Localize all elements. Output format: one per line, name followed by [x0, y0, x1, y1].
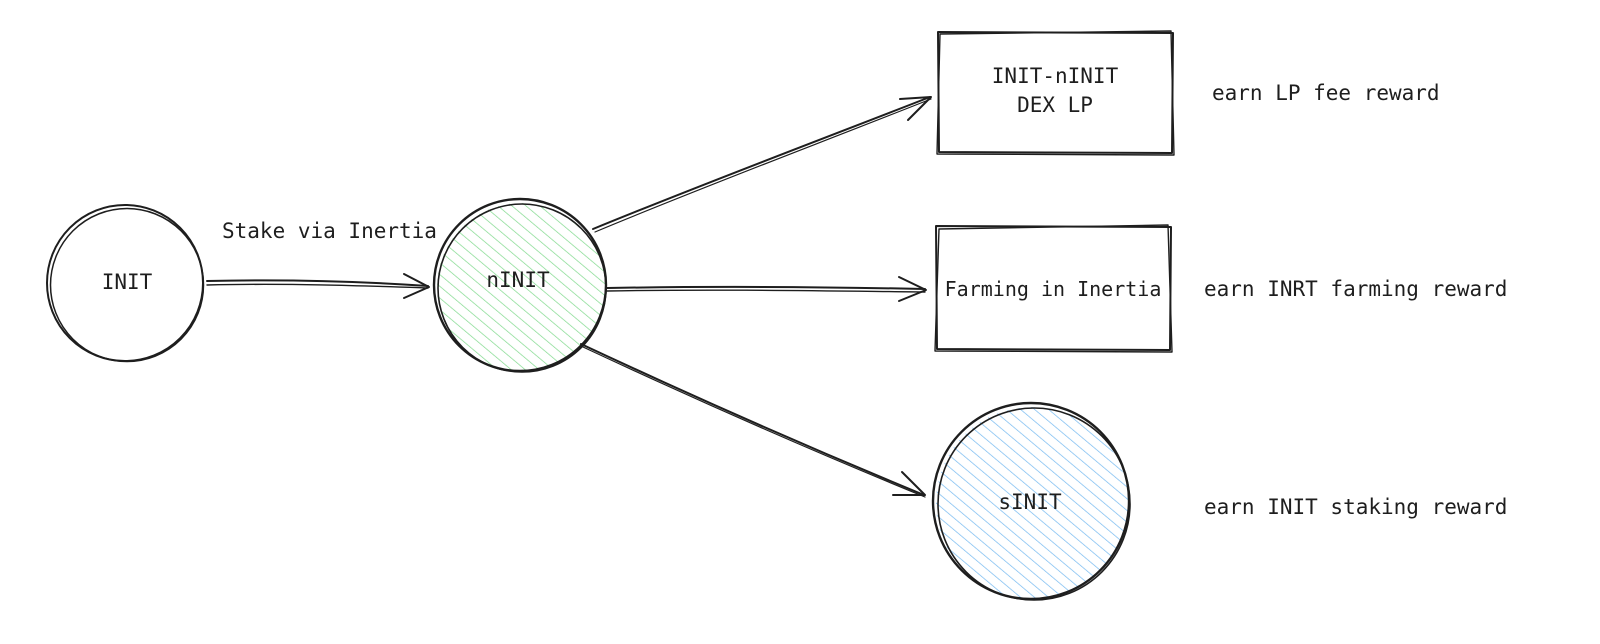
- sinit-node: sINIT: [931, 401, 1131, 601]
- farming-edge: [606, 276, 927, 302]
- ninit-node: nINIT: [432, 197, 608, 373]
- reward-farming: earn INRT farming reward: [1204, 277, 1507, 301]
- ninit-label: nINIT: [486, 268, 550, 292]
- farming-edge-line-sketch: [606, 289, 926, 293]
- stake-edge-line: [206, 279, 429, 287]
- farming-box: Farming in Inertia: [934, 224, 1173, 353]
- stake-edge-line-sketch: [206, 283, 429, 289]
- lp-edge-line-sketch: [594, 98, 932, 233]
- sinit-circle: [931, 401, 1131, 601]
- sinit-circle-sketch: [937, 407, 1131, 601]
- dex-lp-box-outline-sketch: [936, 30, 1175, 156]
- farming-label: Farming in Inertia: [945, 277, 1162, 301]
- staking-edge-line-sketch: [582, 346, 926, 498]
- lp-edge: [592, 96, 932, 233]
- sinit-label: sINIT: [998, 490, 1062, 514]
- dex-lp-box: INIT-nINIT DEX LP: [936, 30, 1175, 156]
- staking-edge: [580, 343, 926, 498]
- farming-edge-arrowhead: [898, 276, 927, 302]
- reward-lp-fee: earn LP fee reward: [1212, 81, 1440, 105]
- lp-edge-arrowhead: [899, 96, 932, 121]
- staking-edge-line: [580, 343, 925, 496]
- staking-edge-arrowhead: [892, 471, 926, 496]
- stake-edge: Stake via Inertia: [206, 219, 437, 299]
- init-circle-sketch: [49, 207, 205, 363]
- dex-lp-label-line1: INIT-nINIT: [992, 64, 1119, 88]
- farming-edge-line: [606, 285, 926, 290]
- lp-edge-line: [592, 96, 931, 230]
- dex-lp-label-line2: DEX LP: [1017, 93, 1093, 117]
- sinit-hatch-fill: [936, 407, 1128, 599]
- farming-box-outline-sketch: [934, 224, 1173, 353]
- init-label: INIT: [102, 270, 153, 294]
- stake-edge-label: Stake via Inertia: [222, 219, 437, 243]
- reward-staking: earn INIT staking reward: [1204, 495, 1507, 519]
- stake-edge-arrowhead: [403, 273, 430, 299]
- init-node: INIT: [46, 204, 205, 363]
- ninit-hatch-fill: [437, 203, 605, 371]
